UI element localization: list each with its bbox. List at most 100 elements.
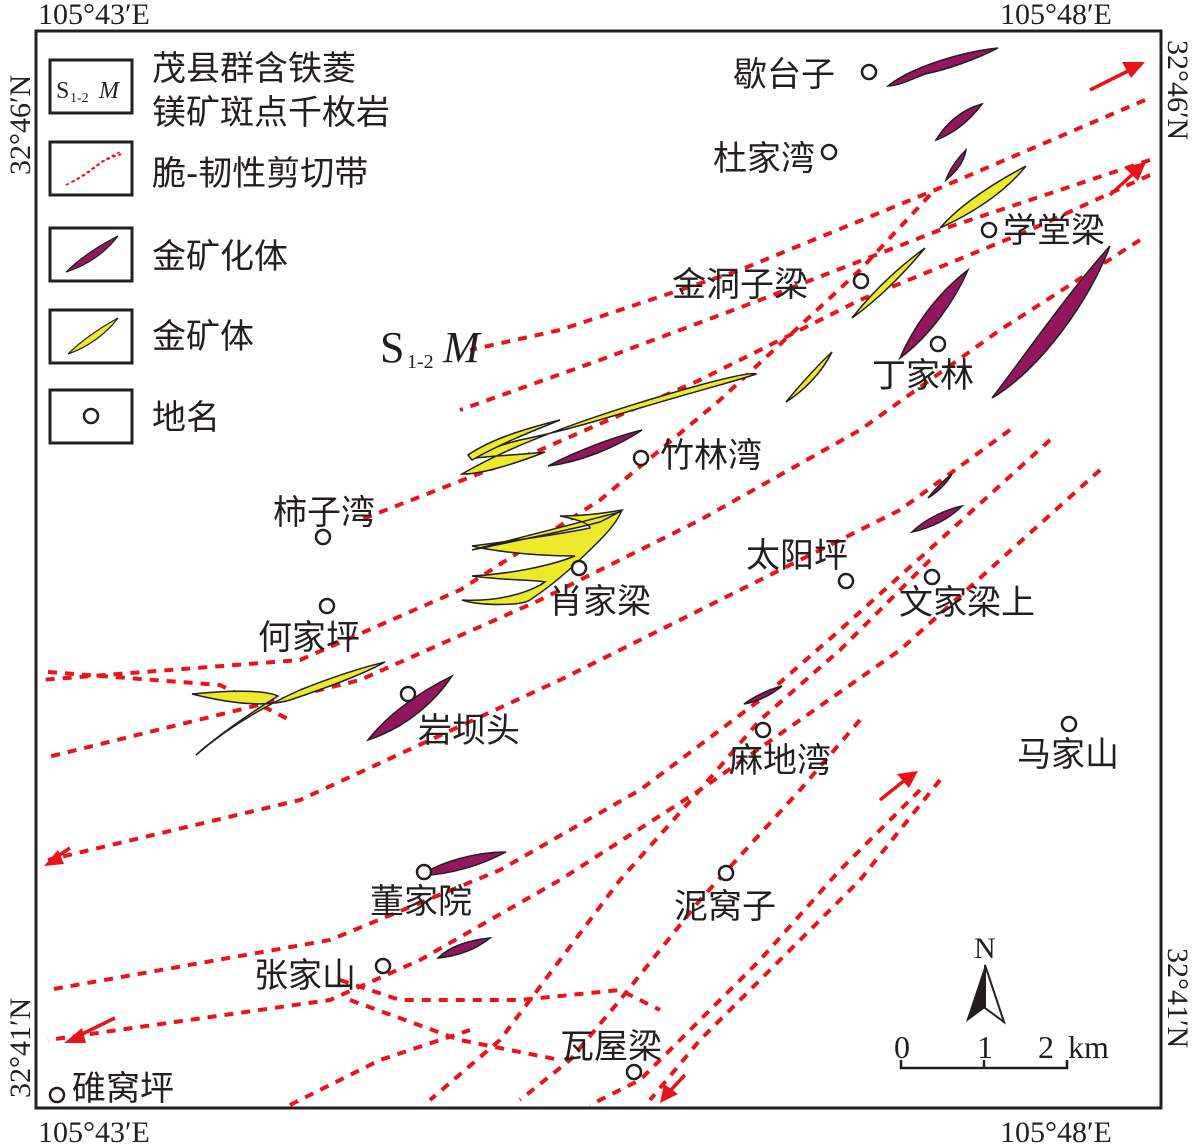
place-label: 张家山 (254, 956, 356, 996)
scale-unit: km (1068, 1029, 1109, 1065)
place-label: 文家梁上 (899, 583, 1035, 623)
north-arrow-left (966, 965, 985, 1022)
place-marker (929, 335, 947, 353)
mineralized-body (927, 473, 953, 499)
place-label: 马家山 (1017, 735, 1119, 775)
place-label: 碓窝坪 (72, 1069, 174, 1109)
arrow-head (44, 850, 64, 866)
unit-label-sub: 1-2 (407, 351, 434, 373)
coord-top-right: 105°48′E (1000, 0, 1112, 31)
mineralized-body (885, 47, 999, 87)
arrow-sw (77, 1016, 116, 1038)
mineralized-body (898, 267, 970, 361)
fault-line (349, 998, 561, 1062)
orebody (785, 351, 833, 403)
place-marker (852, 272, 870, 290)
gold-mineralized-bodies (365, 47, 1111, 959)
orebody (939, 165, 1027, 229)
mineralized-body (991, 245, 1111, 399)
place-marker (318, 597, 336, 615)
place-marker (837, 572, 855, 590)
scale-tick-label: 2 (1038, 1029, 1054, 1065)
orebody (851, 247, 926, 319)
orebody (466, 419, 561, 461)
coord-bottom-right: 105°48′E (1000, 1116, 1112, 1147)
place-label: 何家坪 (258, 618, 360, 658)
coord-bottom-left: 105°43′E (38, 1116, 150, 1147)
place-marker (48, 1086, 66, 1104)
mineralized-body (365, 674, 455, 742)
mineralized-body (547, 429, 643, 467)
north-label: N (974, 932, 996, 965)
mineralized-body (743, 685, 783, 705)
places: 歇台子 杜家湾 学堂梁 金洞子梁 丁家林 竹林湾 柿子湾 太阳坪 肖家梁 文家梁… (48, 55, 1119, 1109)
legend-label-strata-line2: 镁矿斑点千枚岩 (152, 93, 390, 133)
arrow-head (64, 1028, 86, 1043)
scale-tick-label: 1 (977, 1029, 993, 1065)
legend-label-place: 地名 (152, 398, 220, 438)
fault-line (47, 670, 291, 722)
legend-swatch-shear (48, 140, 134, 197)
place-label: 肖家梁 (549, 582, 651, 622)
unit-label-main: S (380, 323, 404, 372)
place-marker (415, 863, 433, 881)
place-label: 竹林湾 (660, 436, 762, 476)
place-label: 岩坝头 (418, 711, 520, 751)
mineralized-symbol (65, 235, 119, 273)
fault-line (648, 778, 942, 1102)
north-arrow-right (984, 964, 1006, 1025)
fault-line (459, 158, 1151, 412)
place-label: 泥窝子 (674, 887, 776, 927)
legend: S 1-2 M 茂县群含铁菱 镁矿斑点千枚岩 脆-韧性剪切带 金矿化体 金矿体 … (48, 49, 390, 445)
legend-label-shear: 脆-韧性剪切带 (152, 154, 368, 194)
shear-arrows (44, 62, 1146, 1103)
place-marker (754, 721, 772, 739)
coord-left-upper: 32°46′N (4, 75, 37, 175)
place-marker (399, 685, 417, 703)
legend-label-orebody: 金矿体 (152, 317, 254, 357)
place-label: 歇台子 (733, 55, 835, 95)
place-marker (923, 568, 941, 586)
scale-tick-label: 0 (894, 1029, 910, 1065)
shear-zone-symbol (71, 153, 125, 183)
fault-line (339, 978, 661, 1012)
arrow-ne (1089, 68, 1131, 92)
mineralized-body (909, 504, 965, 534)
place-symbol (82, 407, 100, 425)
coord-left-lower: 32°41′N (4, 998, 37, 1098)
unit-label-italic: M (442, 323, 482, 372)
place-marker (570, 559, 588, 577)
legend-label-mineralized: 金矿化体 (152, 237, 288, 277)
place-label: 太阳坪 (746, 536, 848, 576)
legend-label-strata-line1: 茂县群含铁菱 (152, 49, 356, 89)
place-marker (632, 449, 650, 467)
place-label: 金洞子梁 (672, 265, 808, 305)
coord-right-upper: 32°46′N (1161, 40, 1194, 140)
orebody (459, 372, 758, 475)
fault-line (518, 718, 862, 1102)
place-marker (980, 221, 998, 239)
unit-label: S 1-2 M (380, 323, 482, 373)
scale-bar: 0 1 2 km (894, 1029, 1109, 1070)
place-marker (625, 1063, 643, 1081)
place-marker (314, 528, 332, 546)
gold-orebodies (191, 165, 1027, 756)
place-label: 瓦屋梁 (560, 1027, 662, 1067)
arrow-ne (1108, 170, 1137, 197)
place-marker (1060, 715, 1078, 733)
place-label: 丁家林 (872, 356, 974, 396)
arrow-ne (878, 778, 907, 802)
mineralized-body (417, 851, 507, 877)
place-label: 董家院 (370, 882, 472, 922)
legend-swatch-strata (48, 58, 134, 115)
coord-right-lower: 32°41′N (1161, 948, 1194, 1048)
shear-zone-symbol (65, 151, 121, 186)
orebody-symbol (67, 317, 119, 355)
fault-line (428, 558, 932, 1102)
place-marker (717, 864, 735, 882)
mineralized-body (435, 937, 493, 959)
place-label: 麻地湾 (729, 741, 831, 781)
arrow-head (1122, 62, 1145, 78)
place-label: 学堂梁 (1003, 211, 1105, 251)
